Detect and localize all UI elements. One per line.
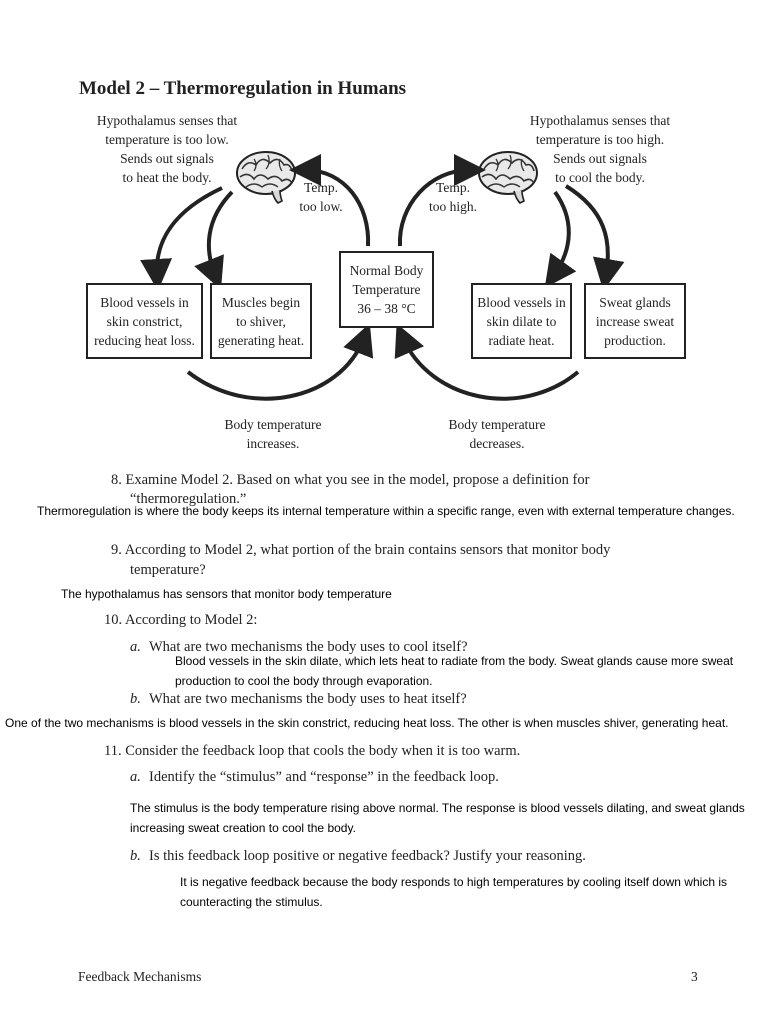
normal-temperature-box: Normal Body Temperature 36 – 38 °C [339,251,434,328]
question-11b: Is this feedback loop positive or negati… [149,848,586,864]
question-11: 11. Consider the feedback loop that cool… [104,743,521,759]
question-11a: Identify the “stimulus” and “response” i… [149,769,499,785]
arrow-decreases [394,323,580,401]
question-10: 10. According to Model 2: [104,612,258,628]
page-number: 3 [691,969,698,984]
question-10b: What are two mechanisms the body uses to… [149,691,467,707]
shiver-box: Muscles begin to shiver, generating heat… [210,283,312,359]
dilate-box: Blood vessels in skin dilate to radiate … [471,283,572,359]
arrow-increases [186,323,374,401]
answer-10a: Blood vessels in the skin dilate, which … [175,654,734,688]
temp-decreases-label: Body temperature decreases. [448,417,546,451]
model-title: Model 2 – Thermoregulation in Humans [79,78,407,99]
question-10a-letter: a. [130,639,141,655]
question-9-line1: 9. According to Model 2, what portion of… [111,542,611,558]
question-8-line1: 8. Examine Model 2. Based on what you se… [111,472,590,488]
question-10b-letter: b. [130,691,141,707]
arrow-temp-low [289,154,371,247]
question-10a: What are two mechanisms the body uses to… [149,639,468,655]
arrow-to-constrict [140,186,223,291]
arrow-to-sweat [564,184,625,291]
sweat-box: Sweat glands increase sweat production. [584,283,686,359]
temp-increases-label: Body temperature increases. [224,417,322,451]
answer-10b: One of the two mechanisms is blood vesse… [5,716,729,730]
question-11b-letter: b. [130,848,141,864]
temp-too-low-label: Temp. too low. [299,180,343,214]
answer-8: Thermoregulation is where the body keeps… [37,504,735,518]
left-hypothalamus-caption: Hypothalamus senses that temperature is … [96,113,238,185]
question-8-line2: “thermoregulation.” [130,491,247,507]
answer-11a: The stimulus is the body temperature ris… [130,801,745,835]
answer-11b: It is negative feedback because the body… [180,875,727,909]
arrow-temp-high [397,154,486,247]
temp-too-high-label: Temp. too high. [428,180,477,214]
answer-9: The hypothalamus has sensors that monito… [61,587,392,601]
constrict-box: Blood vessels in skin constrict, reducin… [86,283,203,359]
question-11a-letter: a. [130,769,141,785]
right-hypothalamus-caption: Hypothalamus senses that temperature is … [529,113,671,185]
question-9-line2: temperature? [130,562,206,578]
footer-title: Feedback Mechanisms [78,969,202,984]
arrow-to-shiver [194,190,234,290]
diagram-arrows [140,154,625,401]
arrow-to-dilate [544,190,577,288]
